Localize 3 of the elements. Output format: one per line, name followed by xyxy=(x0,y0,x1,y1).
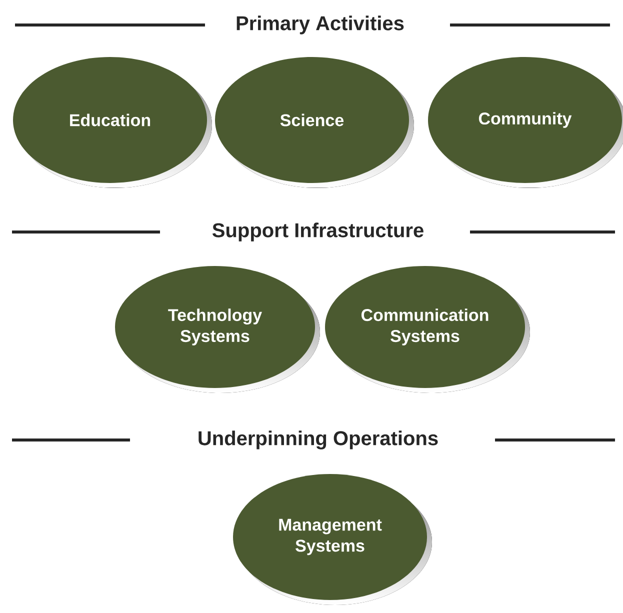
section-heading: Support Infrastructure xyxy=(212,222,424,242)
section-heading: Underpinning Operations xyxy=(198,430,438,450)
section-heading: Primary Activities xyxy=(236,16,404,34)
